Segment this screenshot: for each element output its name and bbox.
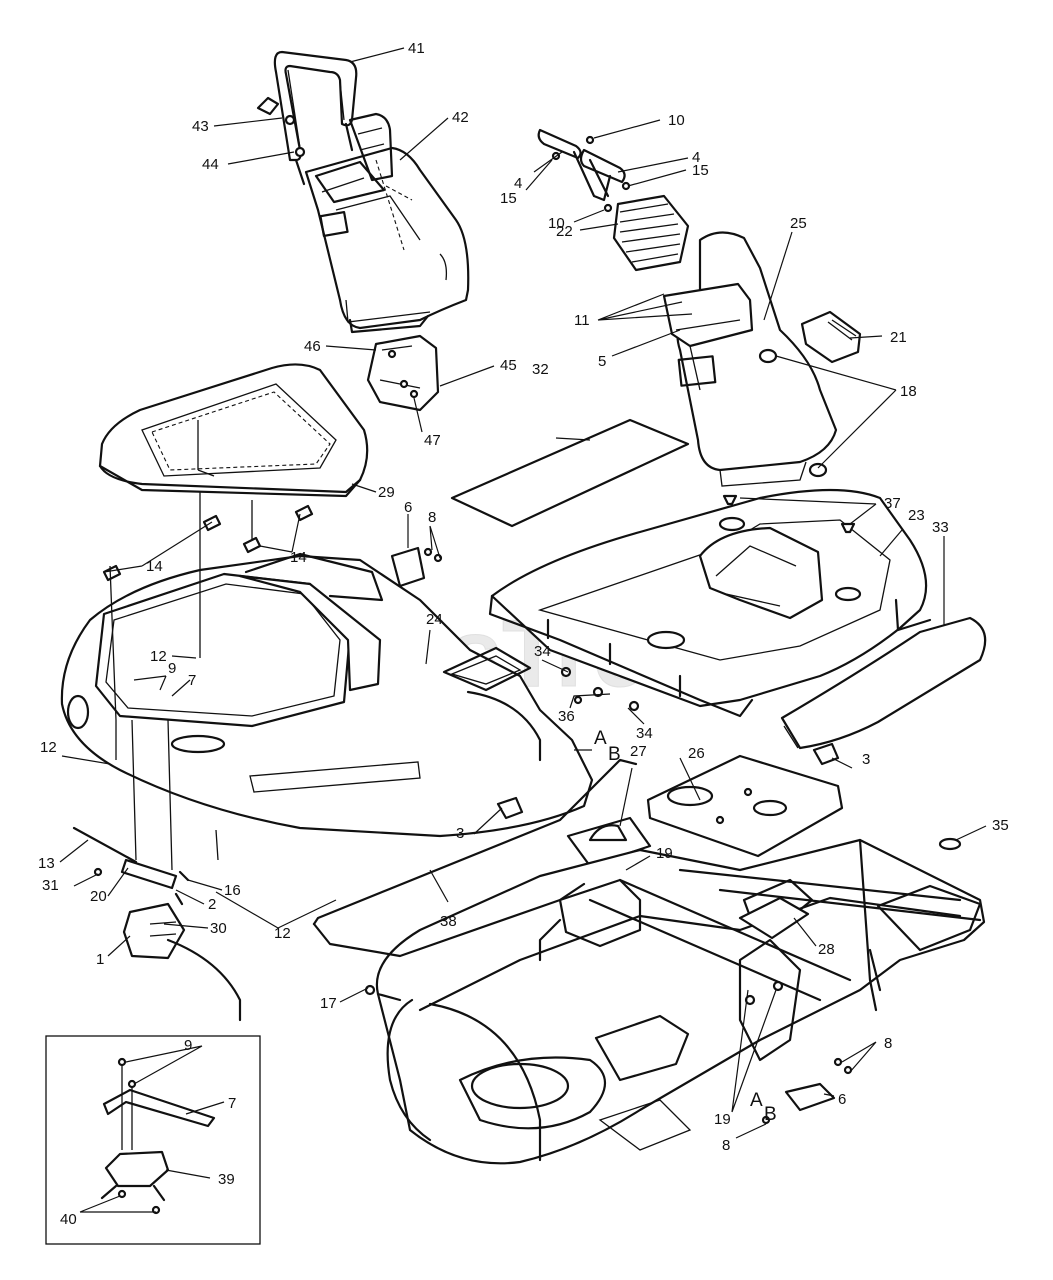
callout-34-bottom[interactable]: 34	[636, 725, 653, 742]
part-32-decal[interactable]	[450, 418, 690, 528]
section-marker-ab-upper: A B	[574, 728, 621, 765]
callout-12-bottom[interactable]: 12	[274, 925, 291, 942]
callout-10-top[interactable]: 10	[668, 112, 685, 129]
part-41-handle-bar[interactable]	[273, 50, 358, 186]
callout-24[interactable]: 24	[426, 611, 443, 628]
callout-27[interactable]: 27	[630, 743, 647, 760]
part-28-bracket[interactable]	[738, 896, 810, 940]
left-linkage[interactable]	[72, 826, 242, 1022]
callout-40[interactable]: 40	[60, 1211, 77, 1228]
callout-31[interactable]: 31	[42, 877, 59, 894]
part-38-rod[interactable]	[312, 758, 638, 958]
inset-box	[45, 1035, 261, 1245]
section-marker-b: B	[764, 1104, 777, 1125]
callout-28[interactable]: 28	[818, 941, 835, 958]
callout-7-hood[interactable]: 7	[188, 672, 196, 689]
section-marker-b: B	[608, 744, 621, 765]
callout-39[interactable]: 39	[218, 1171, 235, 1188]
part-4-handle-grips[interactable]	[537, 128, 631, 213]
callout-leaders	[59, 47, 987, 1213]
callout-14-right[interactable]: 14	[290, 549, 307, 566]
part-23-fender-deck[interactable]	[488, 488, 932, 718]
callout-43[interactable]: 43	[192, 118, 209, 135]
callout-13[interactable]: 13	[38, 855, 55, 872]
section-marker-a: A	[750, 1090, 763, 1111]
callout-19-bottom[interactable]: 19	[714, 1111, 731, 1128]
callout-1[interactable]: 1	[96, 951, 104, 968]
callout-8-top[interactable]: 8	[428, 509, 436, 526]
callout-29[interactable]: 29	[378, 484, 395, 501]
part-25-console-cover[interactable]	[662, 231, 838, 487]
callout-38[interactable]: 38	[440, 913, 457, 930]
callout-11[interactable]: 11	[574, 312, 590, 329]
section-marker-a: A	[594, 728, 607, 749]
callout-3-right[interactable]: 3	[862, 751, 870, 768]
callout-14-left[interactable]: 14	[146, 558, 163, 575]
callout-33[interactable]: 33	[932, 519, 949, 536]
part-6-bracket[interactable]	[390, 546, 443, 588]
part-3-clips[interactable]	[496, 742, 840, 820]
callout-17[interactable]: 17	[320, 995, 337, 1012]
callout-42[interactable]: 42	[452, 109, 469, 126]
part-37-screws[interactable]	[722, 494, 856, 534]
callout-22[interactable]: 22	[556, 223, 573, 240]
callout-30[interactable]: 30	[210, 920, 227, 937]
part-33-foot-pad[interactable]	[780, 616, 987, 750]
callout-4-left[interactable]: 4	[514, 175, 522, 192]
part-43-clip[interactable]	[256, 96, 296, 126]
callout-20[interactable]: 20	[90, 888, 107, 905]
part-27-bracket[interactable]	[566, 816, 652, 868]
part-22-shift-boot[interactable]	[612, 194, 690, 272]
callout-15-left[interactable]: 15	[500, 190, 517, 207]
callout-4-right[interactable]: 4	[692, 149, 700, 166]
callout-3-center[interactable]: 3	[456, 825, 464, 842]
part-26-floor-plate[interactable]	[646, 754, 844, 858]
callout-8-right[interactable]: 8	[884, 1035, 892, 1052]
callout-6-top[interactable]: 6	[404, 499, 412, 516]
frame[interactable]	[364, 838, 986, 1165]
callout-37[interactable]: 37	[884, 495, 901, 512]
callout-45[interactable]: 45	[500, 357, 517, 374]
callout-9-inset[interactable]: 9	[184, 1037, 192, 1054]
panel-leaders	[109, 492, 253, 871]
part-42-seat-tower[interactable]	[304, 112, 470, 334]
callout-2[interactable]: 2	[208, 896, 216, 913]
callout-23[interactable]: 23	[908, 507, 925, 524]
callout-35[interactable]: 35	[992, 817, 1009, 834]
callout-47[interactable]: 47	[424, 432, 441, 449]
callout-16[interactable]: 16	[224, 882, 241, 899]
part-29-cover-panel[interactable]	[98, 363, 369, 498]
callout-9-hood[interactable]: 9	[168, 660, 176, 677]
callout-7-inset[interactable]: 7	[228, 1095, 236, 1112]
callout-44[interactable]: 44	[202, 156, 219, 173]
callout-10-bottom[interactable]: 10	[548, 215, 565, 232]
part-35-washer[interactable]	[938, 837, 962, 851]
part-24-hood[interactable]	[60, 552, 594, 838]
callout-25[interactable]: 25	[790, 215, 807, 232]
callout-5[interactable]: 5	[598, 353, 606, 370]
callout-26[interactable]: 26	[688, 745, 705, 762]
callout-34-top[interactable]: 34	[534, 643, 551, 660]
callout-6-bottom[interactable]: 6	[838, 1091, 846, 1108]
callout-8-bottom[interactable]: 8	[722, 1137, 730, 1154]
part-44-screw[interactable]	[294, 146, 306, 158]
callout-12-hood[interactable]: 12	[150, 648, 167, 665]
callout-12-left[interactable]: 12	[40, 739, 57, 756]
callout-labels: 41 42 43 44 10 4 4 15 15 10 22 25 11 21 …	[38, 40, 1009, 1228]
callout-41[interactable]: 41	[408, 40, 425, 57]
part-21-reflector[interactable]	[800, 310, 862, 364]
part-45-bracket[interactable]	[366, 334, 440, 412]
section-marker-ab-lower: A B	[750, 1090, 777, 1125]
callout-32[interactable]: 32	[532, 361, 549, 378]
callout-36[interactable]: 36	[558, 708, 575, 725]
callout-21[interactable]: 21	[890, 329, 907, 346]
part-6-rear-bracket[interactable]	[761, 1057, 853, 1125]
callout-15-right[interactable]: 15	[692, 162, 709, 179]
callout-46[interactable]: 46	[304, 338, 321, 355]
callout-19-top[interactable]: 19	[656, 845, 673, 862]
callout-18[interactable]: 18	[900, 383, 917, 400]
